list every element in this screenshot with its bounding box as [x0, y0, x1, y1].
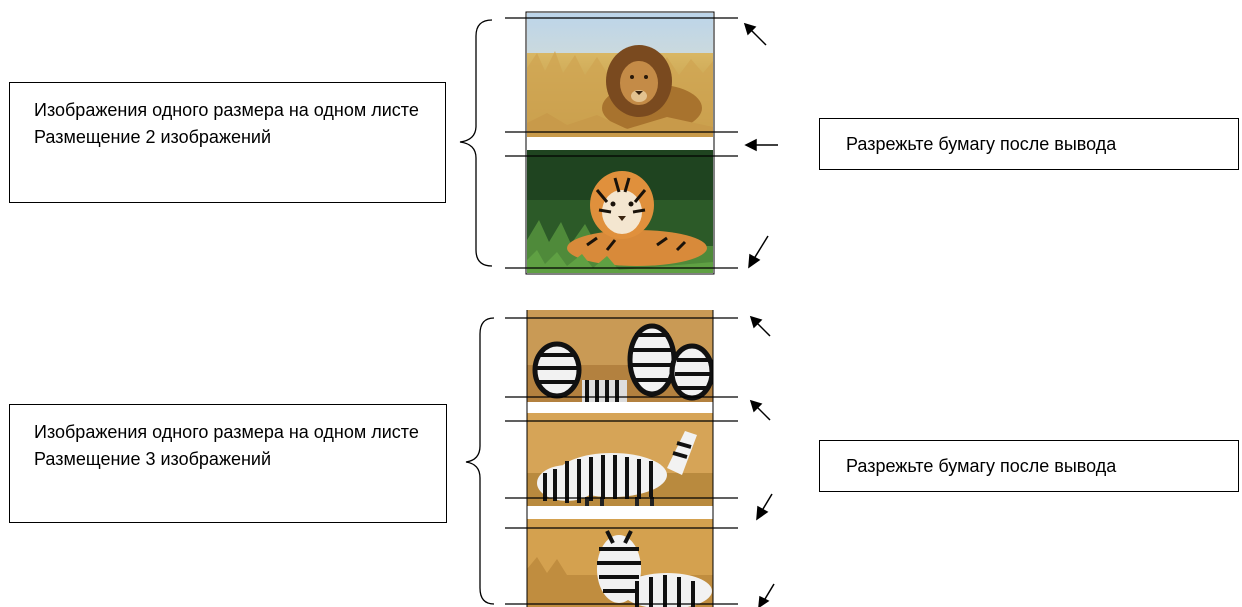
- cut-note-box-two-images: Разрежьте бумагу после вывода: [819, 118, 1239, 170]
- cut-note-two-images: Разрежьте бумагу после вывода: [846, 134, 1117, 154]
- arrow-down-left-icon: [756, 493, 773, 521]
- zebra-single-photo: [527, 519, 713, 607]
- cut-note-three-images: Разрежьте бумагу после вывода: [846, 456, 1117, 476]
- caption-box-two-images: Изображения одного размера на одном лист…: [9, 82, 446, 203]
- arrow-down-left-icon: [758, 583, 775, 607]
- cut-note-box-three-images: Разрежьте бумагу после вывода: [819, 440, 1239, 492]
- arrow-down-left-icon: [748, 235, 769, 269]
- arrow-up-left-icon: [749, 399, 771, 421]
- arrow-up-left-icon: [743, 22, 767, 46]
- arrow-left-icon: [744, 138, 778, 152]
- arrow-up-left-icon: [749, 315, 771, 337]
- lion-photo: [527, 13, 713, 137]
- caption-three-images: Изображения одного размера на одном лист…: [34, 422, 419, 469]
- caption-two-images: Изображения одного размера на одном лист…: [34, 100, 419, 147]
- zebra-herd-photo: [527, 310, 713, 402]
- zebra-pair-photo: [527, 413, 713, 506]
- caption-box-three-images: Изображения одного размера на одном лист…: [9, 404, 447, 523]
- tiger-photo: [527, 150, 713, 273]
- curly-brace-icon: [459, 19, 493, 267]
- curly-brace-icon: [465, 317, 495, 605]
